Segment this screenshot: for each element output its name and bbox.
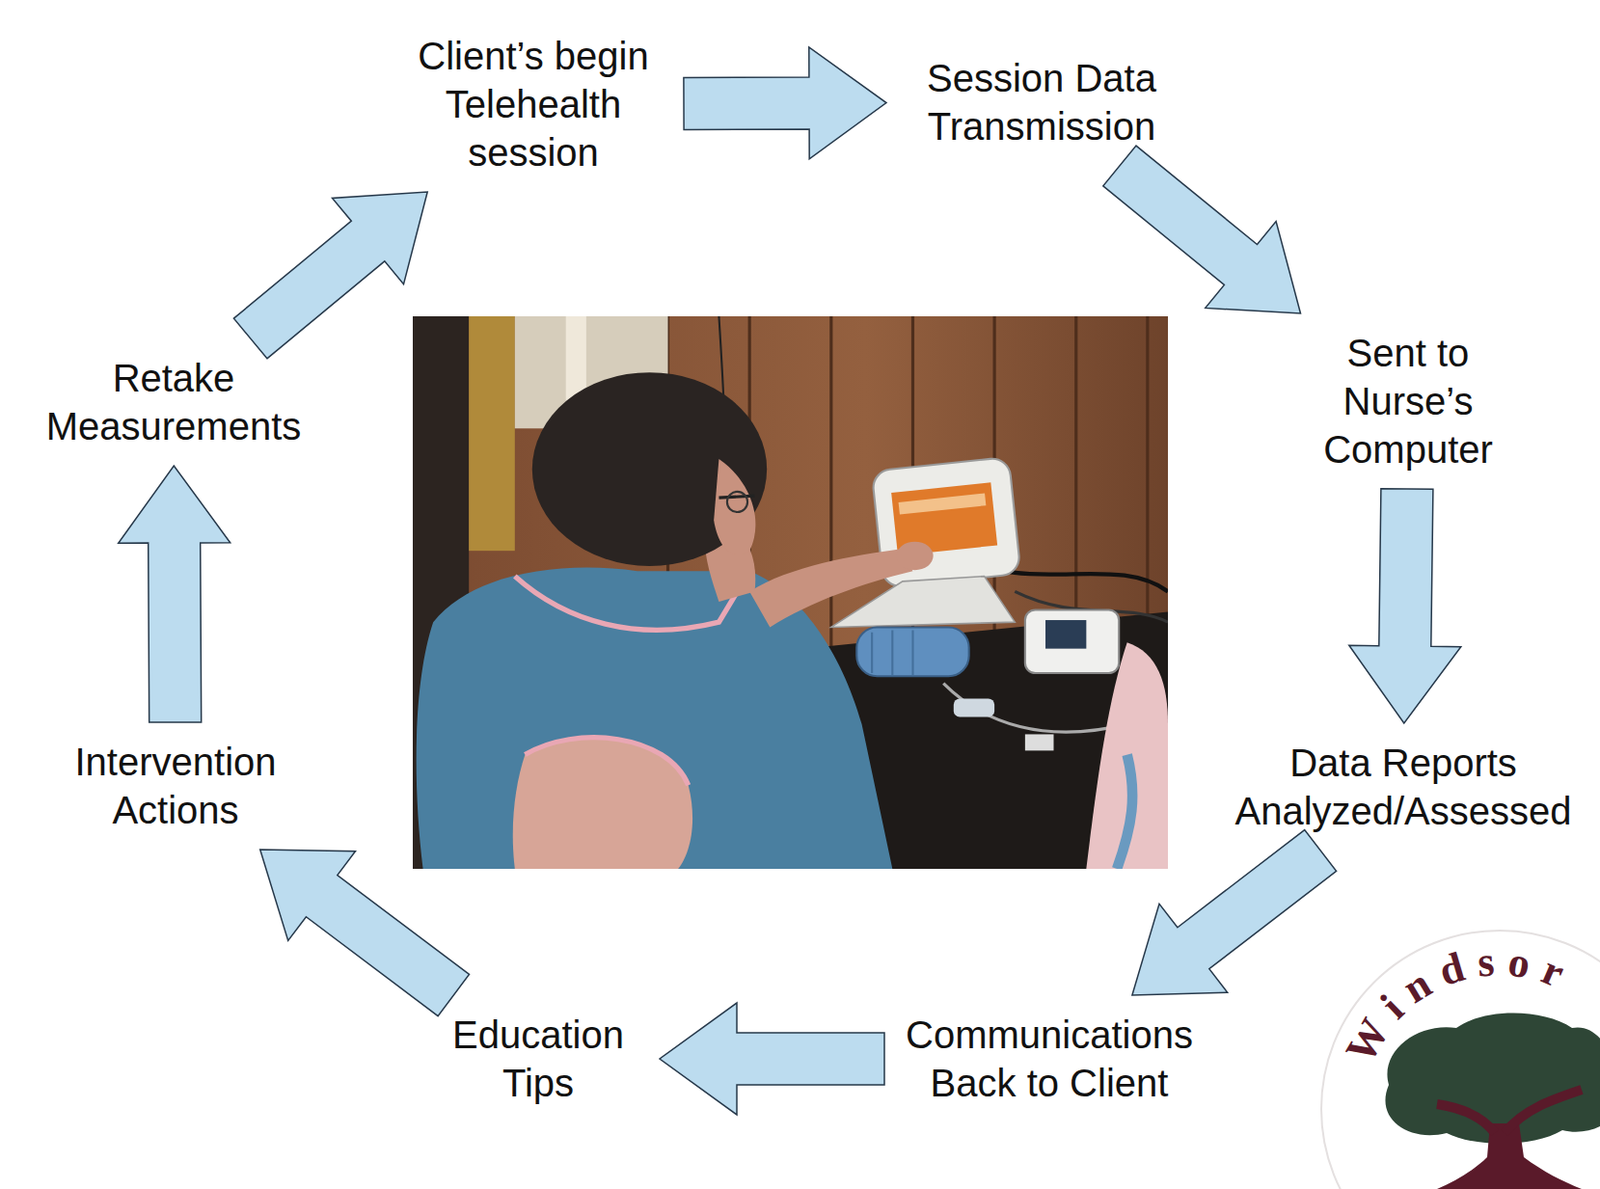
cycle-step: Session Data Transmission bbox=[901, 54, 1182, 151]
step-label: Retake Measurements bbox=[33, 353, 314, 451]
logo-tree-branch bbox=[1437, 1089, 1582, 1134]
step-label: Communications Back to Client bbox=[899, 1010, 1199, 1108]
cycle-step: Sent to Nurse’s Computer bbox=[1311, 328, 1505, 474]
step-label: Intervention Actions bbox=[50, 737, 301, 835]
cycle-step: Education Tips bbox=[432, 1010, 645, 1108]
block-arrow bbox=[659, 1003, 885, 1115]
cycle-step: Communications Back to Client bbox=[899, 1010, 1199, 1108]
block-arrow bbox=[118, 465, 231, 723]
cycle-step: Retake Measurements bbox=[33, 353, 314, 451]
step-label: Session Data Transmission bbox=[901, 54, 1182, 151]
logo-ring bbox=[1321, 930, 1600, 1189]
cycle-step: Client’s begin Telehealth session bbox=[398, 31, 669, 177]
step-label: Sent to Nurse’s Computer bbox=[1311, 328, 1505, 474]
step-label: Data Reports Analyzed/Assessed bbox=[1224, 738, 1582, 836]
block-arrow bbox=[233, 191, 428, 359]
cycle-step: Data Reports Analyzed/Assessed bbox=[1224, 738, 1582, 836]
step-label: Education Tips bbox=[432, 1010, 645, 1108]
step-label: Client’s begin Telehealth session bbox=[398, 31, 669, 177]
block-arrow bbox=[260, 849, 470, 1017]
logo-text: Windsor bbox=[1336, 937, 1582, 1072]
block-arrow bbox=[1103, 145, 1302, 314]
block-arrow bbox=[1349, 488, 1462, 724]
logo-tree-crown bbox=[1384, 1013, 1600, 1144]
block-arrow bbox=[1132, 830, 1337, 996]
photo bbox=[412, 316, 1168, 869]
block-arrow bbox=[683, 47, 887, 160]
cycle-step: Intervention Actions bbox=[50, 737, 301, 835]
